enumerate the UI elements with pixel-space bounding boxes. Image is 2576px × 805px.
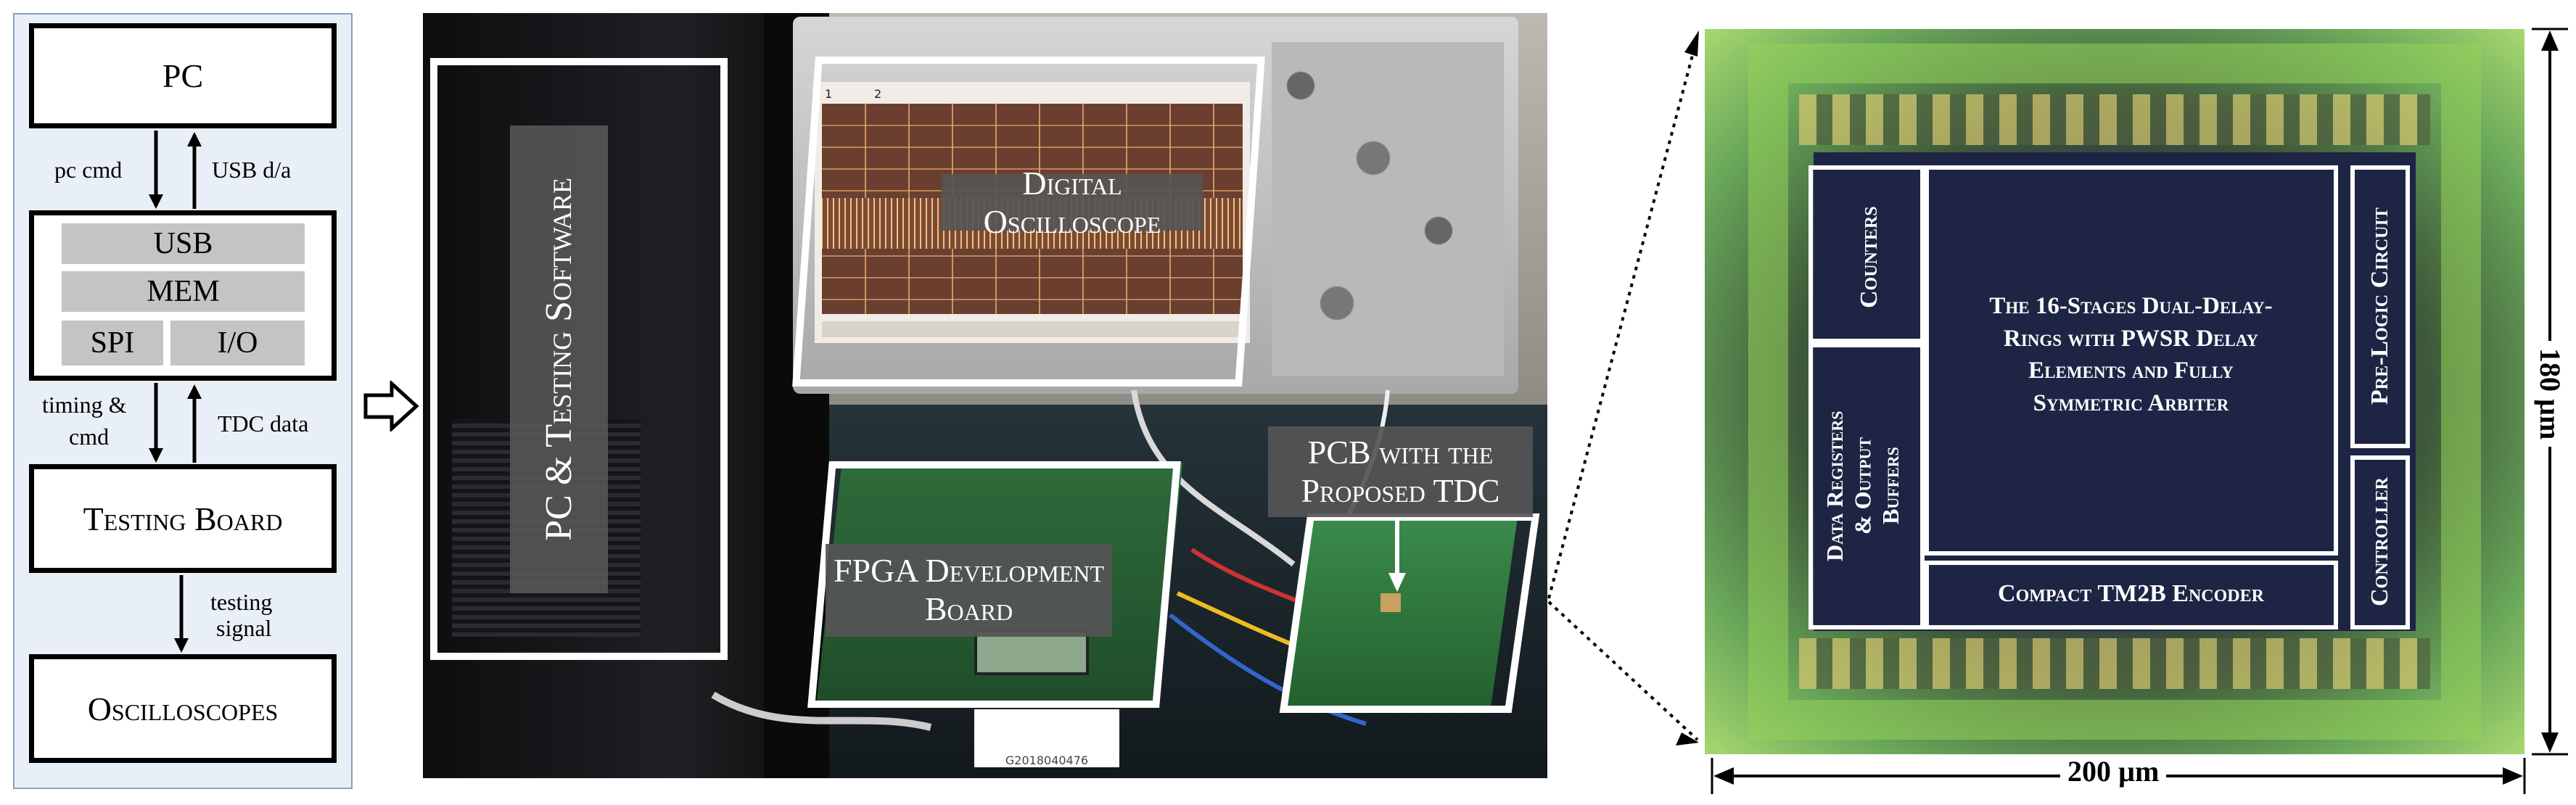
fpga-text-line2: Board — [924, 590, 1013, 627]
pcb-text-line1: PCB with the — [1307, 433, 1494, 471]
pc-software-frame — [430, 58, 728, 660]
fpga-text-line1: FPGA Development — [833, 552, 1105, 590]
timing-label-1: timing & — [42, 392, 127, 418]
spi-module: SPI — [62, 321, 163, 366]
pc-cmd-label: pc cmd — [54, 157, 123, 183]
testing-board-block: Testing Board — [29, 464, 337, 573]
hollow-right-arrow-icon — [363, 381, 419, 432]
fpga-board-serial: G2018040476 — [1005, 754, 1089, 767]
die-height-text: 180 µm — [2534, 348, 2567, 440]
die-height-label: 180 µm — [2533, 341, 2567, 447]
delay-rings-line4: Symmetric Arbiter — [2033, 389, 2229, 416]
delay-rings-line1: The 16-Stages Dual-Delay- — [1989, 293, 2273, 319]
oscilloscopes-block: Oscilloscopes — [29, 654, 337, 763]
die-io-pads-top — [1799, 94, 2430, 145]
delay-rings-line2: Rings with PWSR Delay — [2004, 325, 2258, 352]
counters-block — [1808, 165, 1925, 343]
pc-block: PC — [29, 23, 337, 128]
usb-da-label: USB d/a — [212, 157, 292, 183]
die-width-label: 200 µm — [2060, 754, 2167, 788]
testing-signal-label-1: testing — [210, 589, 273, 615]
scope-marker-1: 1 — [825, 87, 832, 101]
encoder-text: Compact TM2B Encoder — [1998, 580, 2264, 607]
delay-rings-line3: Elements and Fully — [2028, 358, 2234, 384]
controller-block — [2350, 455, 2410, 629]
pre-logic-block — [2350, 165, 2410, 448]
fpga-label: FPGA Development Board — [826, 544, 1112, 637]
pcb-label: PCB with the Proposed TDC — [1268, 426, 1533, 517]
tdc-chip-pointer-arrow — [1388, 513, 1406, 592]
pc-software-label: PC & Testing Software — [510, 125, 608, 593]
die-width-text: 200 µm — [2067, 755, 2160, 788]
timing-label-2: cmd — [69, 424, 110, 450]
scope-marker-2: 2 — [874, 87, 881, 101]
testing-board-label: Testing Board — [83, 500, 283, 537]
fpga-board-label-sticker: G2018040476 — [974, 709, 1119, 767]
die-io-pads-bottom — [1799, 638, 2430, 689]
data-registers-block — [1808, 343, 1925, 629]
spi-module-label: SPI — [90, 326, 135, 360]
die-micrograph: Counters The 16-Stages Dual-Delay- Rings… — [1705, 29, 2524, 754]
mem-module-label: MEM — [147, 275, 220, 308]
oscilloscope-text: Digital Oscilloscope — [983, 165, 1161, 240]
encoder-label: Compact TM2B Encoder — [1930, 580, 2332, 608]
io-module: I/O — [170, 321, 305, 366]
usb-module-label: USB — [153, 227, 213, 260]
tdc-chip — [1380, 593, 1401, 612]
testing-signal-label-2: signal — [216, 615, 272, 641]
pcb-text-line2: Proposed TDC — [1301, 471, 1500, 509]
encoder-block — [1925, 561, 2338, 629]
oscilloscope-knob-panel — [1272, 42, 1504, 376]
test-setup-photo: 1 2 G2018040476 PC & Testing Software Di… — [423, 13, 1547, 778]
delay-rings-block — [1925, 165, 2338, 556]
tdc-data-label: TDC data — [218, 410, 309, 437]
io-module-label: I/O — [217, 326, 258, 360]
oscilloscope-label: Digital Oscilloscope — [942, 165, 1203, 240]
usb-module: USB — [62, 223, 305, 264]
mem-module: MEM — [62, 271, 305, 312]
delay-rings-label: The 16-Stages Dual-Delay- Rings with PWS… — [1933, 290, 2329, 419]
die-pad-ring — [1748, 44, 2481, 740]
oscilloscopes-label: Oscilloscopes — [87, 690, 279, 727]
pc-label: PC — [162, 57, 204, 94]
